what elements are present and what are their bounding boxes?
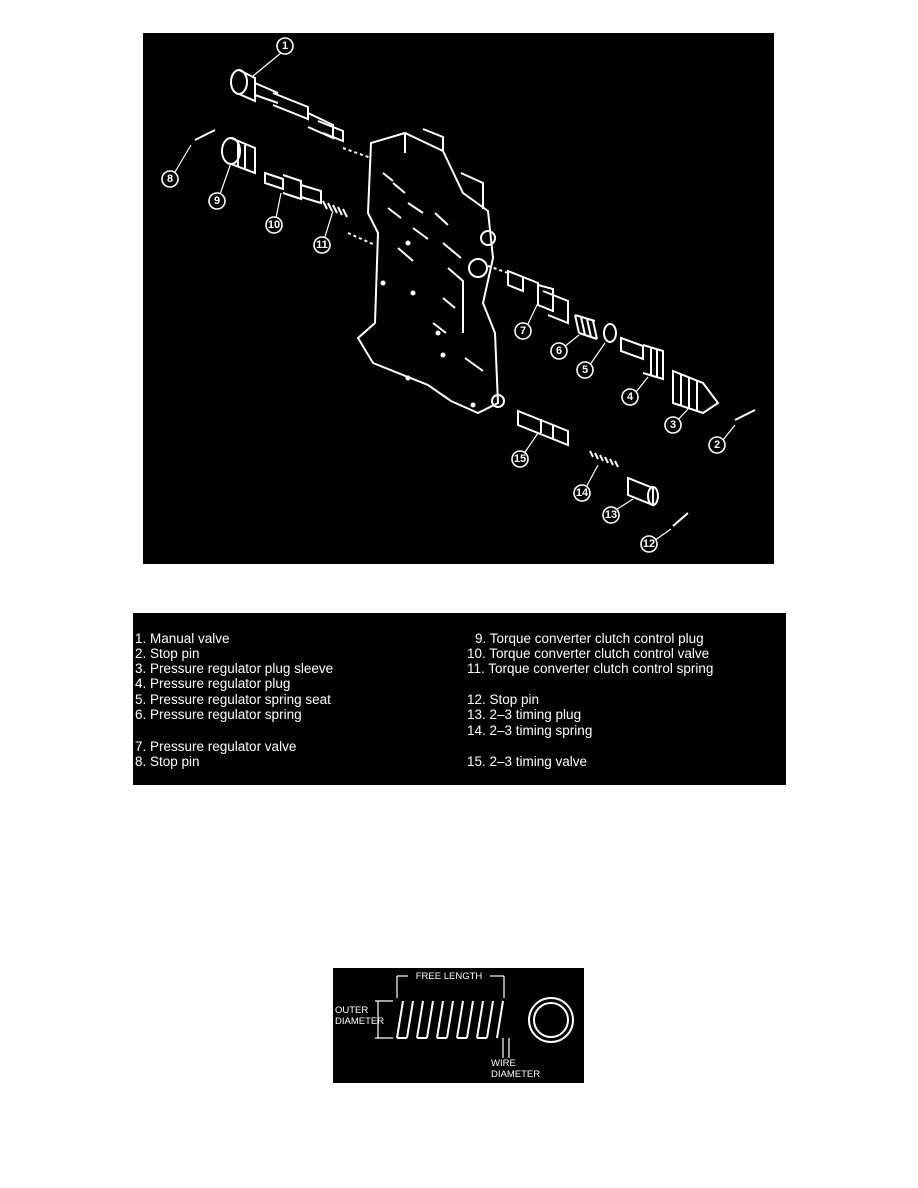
pressure-regulator-plug-part <box>620 336 664 381</box>
callout-15-label: 15 <box>514 453 526 465</box>
callout-7: 7 <box>514 322 532 340</box>
parts-legend: 1. Manual valve 2. Stop pin 3. Pressure … <box>133 613 786 785</box>
legend-item-3: 3. Pressure regulator plug sleeve <box>135 661 333 676</box>
callout-10-label: 10 <box>268 219 280 231</box>
callout-1: 1 <box>276 37 294 55</box>
legend-item-13: 13. 2–3 timing plug <box>467 707 581 722</box>
leader-lines <box>171 52 736 544</box>
legend-item-5: 5. Pressure regulator spring seat <box>135 692 331 707</box>
tcc-control-spring-part <box>322 200 348 218</box>
callout-2: 2 <box>708 436 726 454</box>
callout-5: 5 <box>576 361 594 379</box>
callout-9: 9 <box>208 192 226 210</box>
free-length-label: FREE LENGTH <box>416 971 483 982</box>
legend-item-11: 11. Torque converter clutch control spri… <box>467 661 713 676</box>
spring-coils <box>396 1000 504 1039</box>
callout-9-label: 9 <box>214 195 220 207</box>
stop-pin-12-part <box>672 512 689 527</box>
callout-12-label: 12 <box>643 538 655 550</box>
legend-item-10: 10. Torque converter clutch control valv… <box>467 646 709 661</box>
callout-4: 4 <box>621 388 639 406</box>
outer-diameter-dimension: OUTER DIAMETER <box>335 1000 393 1039</box>
callout-6: 6 <box>550 342 568 360</box>
callout-12: 12 <box>640 535 658 553</box>
legend-item-8: 8. Stop pin <box>135 754 200 769</box>
callout-4-label: 4 <box>627 391 634 403</box>
legend-svg: 1. Manual valve 2. Stop pin 3. Pressure … <box>135 631 713 769</box>
callout-11-label: 11 <box>316 239 328 251</box>
outer-diameter-label-1: OUTER <box>335 1005 368 1016</box>
pressure-regulator-spring-part <box>574 314 598 340</box>
wire-diameter-label-2: DIAMETER <box>491 1069 540 1080</box>
callout-6-label: 6 <box>556 345 562 357</box>
timing-plug-end <box>647 486 659 506</box>
legend-item-12: 12. Stop pin <box>467 692 539 707</box>
callout-13-label: 13 <box>605 509 617 521</box>
timing-valve-part <box>517 409 569 447</box>
outer-diameter-label-2: DIAMETER <box>335 1016 384 1027</box>
timing-spring-part <box>589 450 619 468</box>
callout-3: 3 <box>664 416 682 434</box>
spring-svg: FREE LENGTH OUTER DIAMETER WIRE DIAMETER <box>335 971 574 1080</box>
wire-diameter-dimension: WIRE DIAMETER <box>491 1038 540 1080</box>
spring-end-view-inner <box>533 1002 569 1038</box>
callout-14-label: 14 <box>576 487 589 499</box>
legend-item-15: 15. 2–3 timing valve <box>467 754 587 769</box>
tcc-control-plug-part <box>221 137 256 175</box>
callout-13: 13 <box>602 506 620 524</box>
callout-11: 11 <box>313 236 331 254</box>
tcc-control-valve-part <box>264 171 322 205</box>
diagram-svg: 1 2 3 4 5 6 7 8 9 10 11 12 13 14 15 <box>161 37 756 553</box>
spring-end-view-outer <box>528 997 574 1043</box>
legend-item-1: 1. Manual valve <box>135 631 230 646</box>
stop-pin-2-part <box>734 409 756 421</box>
callout-5-label: 5 <box>582 364 588 376</box>
callout-8-label: 8 <box>167 173 173 185</box>
spring-seat-part <box>603 323 617 343</box>
legend-item-9: 9. Torque converter clutch control plug <box>475 631 704 646</box>
callout-10: 10 <box>265 216 283 234</box>
legend-item-7: 7. Pressure regulator valve <box>135 739 296 754</box>
callout-7-label: 7 <box>520 325 526 337</box>
callout-15: 15 <box>511 450 529 468</box>
callout-8: 8 <box>161 170 179 188</box>
wire-diameter-label-1: WIRE <box>491 1058 516 1069</box>
legend-right-column: 9. Torque converter clutch control plug … <box>467 631 713 769</box>
manual-valve-part <box>230 69 344 143</box>
free-length-dimension: FREE LENGTH <box>396 971 505 998</box>
callout-2-label: 2 <box>714 439 720 451</box>
stop-pin-8-part <box>194 129 216 141</box>
exploded-valve-body-diagram: 1 2 3 4 5 6 7 8 9 10 11 12 13 14 15 <box>143 33 774 564</box>
legend-item-14: 14. 2–3 timing spring <box>467 723 592 738</box>
spring-measurement-figure: FREE LENGTH OUTER DIAMETER WIRE DIAMETER <box>333 968 584 1083</box>
plug-sleeve-part <box>672 369 720 415</box>
valve-body-casting <box>342 128 509 415</box>
legend-left-column: 1. Manual valve 2. Stop pin 3. Pressure … <box>135 631 333 769</box>
callout-1-label: 1 <box>282 40 288 52</box>
pressure-regulator-valve-part <box>507 269 569 325</box>
legend-item-2: 2. Stop pin <box>135 646 200 661</box>
callout-3-label: 3 <box>670 419 676 431</box>
legend-item-4: 4. Pressure regulator plug <box>135 676 290 691</box>
callout-14: 14 <box>573 484 591 502</box>
legend-item-6: 6. Pressure regulator spring <box>135 707 302 722</box>
